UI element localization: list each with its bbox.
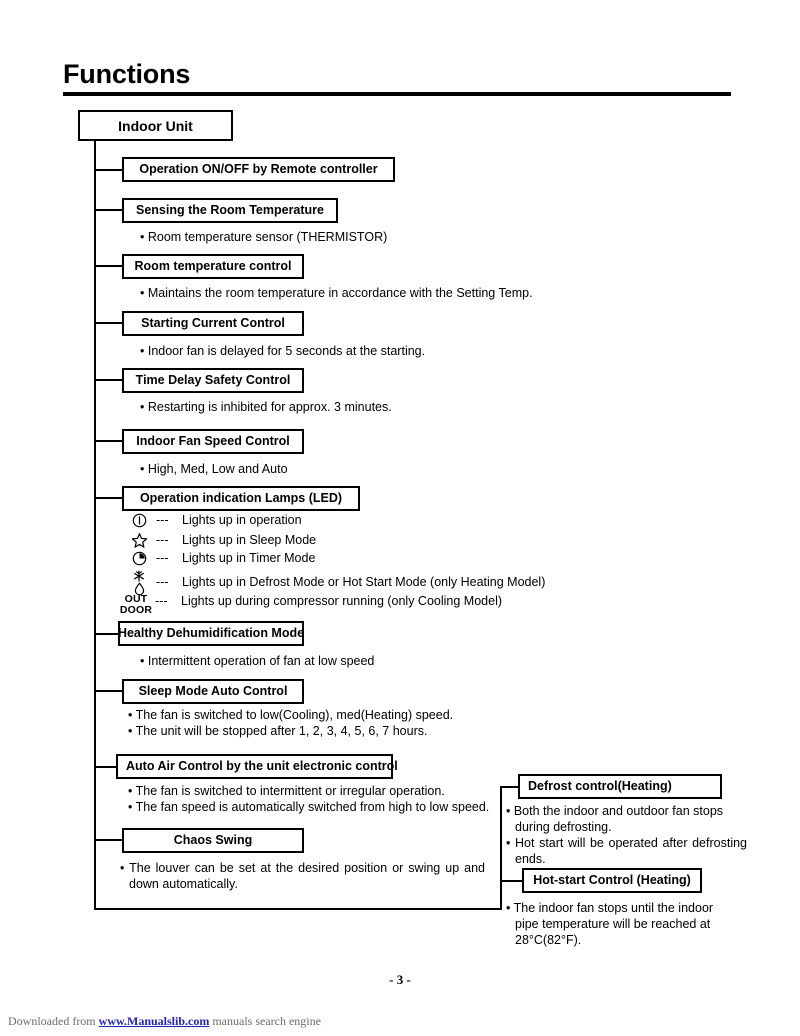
clock-icon [122, 551, 156, 566]
stub-starting-current-control [94, 322, 122, 324]
led-dashes: --- [155, 594, 168, 608]
node-box-time-delay-safety-control[interactable]: Time Delay Safety Control [122, 368, 304, 393]
stub-chaos-swing [94, 839, 122, 841]
node-box-room-temperature-control[interactable]: Room temperature control [122, 254, 304, 279]
node-label: Sensing the Room Temperature [136, 203, 324, 218]
led-dashes: --- [156, 533, 169, 547]
outdoor-icon-line2: DOOR [119, 603, 153, 616]
node-label: Sleep Mode Auto Control [138, 684, 288, 699]
page-number: - 3 - [389, 972, 411, 987]
led-row-sleep-mode: --- Lights up in Sleep Mode [122, 532, 316, 549]
stub-auto-air-control [94, 766, 116, 768]
stub-indoor-fan-speed-control [94, 440, 122, 442]
node-label: Auto Air Control by the unit electronic … [126, 759, 398, 774]
node-box-hot-start-control[interactable]: Hot-start Control (Heating) [522, 868, 702, 893]
bullet-text: • The indoor fan stops until the indoor … [506, 901, 714, 947]
led-row-defrost-hotstart: --- Lights up in Defrost Mode or Hot Sta… [122, 570, 545, 595]
node-label: Operation indication Lamps (LED) [139, 491, 343, 506]
bullet-text: • Indoor fan is delayed for 5 seconds at… [140, 344, 426, 358]
bullet-text: • The fan is switched to low(Cooling), m… [128, 708, 454, 722]
node-label: Room temperature control [134, 259, 292, 274]
trunk-vertical-main [94, 140, 96, 910]
node-box-indoor-fan-speed-control[interactable]: Indoor Fan Speed Control [122, 429, 304, 454]
bullet-text: • Hot start will be operated after defro… [506, 836, 747, 866]
bullet-text: • The fan speed is automatically switche… [128, 800, 490, 814]
led-dashes: --- [156, 551, 169, 565]
bullet-text: • The unit will be stopped after 1, 2, 3… [128, 724, 428, 738]
bullet-text: • High, Med, Low and Auto [140, 462, 288, 476]
node-box-sensing-room-temperature[interactable]: Sensing the Room Temperature [122, 198, 338, 223]
led-label: Lights up in Sleep Mode [182, 533, 317, 547]
bullet-text: • Room temperature sensor (THERMISTOR) [140, 230, 388, 244]
node-box-operation-onoff[interactable]: Operation ON/OFF by Remote controller [122, 157, 395, 182]
node-label: Time Delay Safety Control [135, 373, 291, 388]
led-row-operation: --- Lights up in operation [122, 513, 302, 528]
node-label: Indoor Fan Speed Control [136, 434, 290, 449]
outdoor-icon-line1: OUT [124, 593, 148, 605]
snowflake-droplet-icon [122, 570, 156, 595]
trunk-vertical-right [500, 786, 502, 910]
node-label: Healthy Dehumidification Mode [117, 626, 305, 641]
node-box-sleep-mode-auto-control[interactable]: Sleep Mode Auto Control [122, 679, 304, 704]
outdoor-text-icon: OUT DOOR [117, 594, 155, 615]
led-dashes: --- [156, 513, 169, 527]
star-icon [122, 532, 156, 549]
stub-hot-start-control [500, 880, 522, 882]
footer-note: Downloaded from www.Manualslib.com manua… [8, 1014, 321, 1029]
node-label: Hot-start Control (Heating) [533, 873, 691, 888]
node-box-indoor-unit[interactable]: Indoor Unit [78, 110, 233, 141]
trunk-horizontal-bottom [94, 908, 502, 910]
node-label: Chaos Swing [173, 833, 253, 848]
node-box-starting-current-control[interactable]: Starting Current Control [122, 311, 304, 336]
bullet-text: • Maintains the room temperature in acco… [140, 286, 533, 300]
node-box-healthy-dehumidification[interactable]: Healthy Dehumidification Mode [118, 621, 304, 646]
power-circle-icon [122, 513, 156, 528]
led-label: Lights up in Timer Mode [182, 551, 316, 565]
node-label: Starting Current Control [141, 316, 285, 331]
node-box-auto-air-control[interactable]: Auto Air Control by the unit electronic … [116, 754, 398, 779]
manualslib-link[interactable]: www.Manualslib.com [98, 1014, 210, 1028]
bullet-text: • The louver can be set at the desired p… [120, 861, 485, 891]
bullet-text: • The fan is switched to intermittent or… [128, 784, 445, 798]
stub-operation-onoff [94, 169, 122, 171]
node-box-chaos-swing[interactable]: Chaos Swing [122, 828, 304, 853]
node-label: Defrost control(Heating) [528, 779, 672, 794]
led-label: Lights up in Defrost Mode or Hot Start M… [182, 575, 546, 589]
title-rule [63, 92, 731, 96]
page-title: Functions [63, 59, 191, 89]
bullet-text: • Intermittent operation of fan at low s… [140, 654, 375, 668]
stub-time-delay-safety-control [94, 379, 122, 381]
node-box-defrost-control[interactable]: Defrost control(Heating) [518, 774, 722, 799]
footer-prefix: Downloaded from [8, 1014, 99, 1028]
led-label: Lights up in operation [182, 513, 302, 527]
node-label: Indoor Unit [118, 117, 193, 134]
stub-healthy-dehumidification [94, 633, 118, 635]
node-box-operation-indication-lamps[interactable]: Operation indication Lamps (LED) [122, 486, 360, 511]
led-row-outdoor-compressor: OUT DOOR --- Lights up during compressor… [117, 594, 502, 615]
node-label: Operation ON/OFF by Remote controller [139, 162, 378, 177]
stub-operation-indication-lamps [94, 497, 122, 499]
bullet-text: • Both the indoor and outdoor fan stops … [506, 804, 724, 834]
stub-sensing-room-temperature [94, 209, 122, 211]
bullet-text: • Restarting is inhibited for approx. 3 … [140, 400, 392, 414]
stub-defrost-control [500, 786, 518, 788]
footer-suffix: manuals search engine [209, 1014, 321, 1028]
stub-room-temperature-control [94, 265, 122, 267]
led-label: Lights up during compressor running (onl… [181, 594, 503, 608]
stub-sleep-mode-auto-control [94, 690, 122, 692]
led-row-timer-mode: --- Lights up in Timer Mode [122, 551, 315, 566]
led-dashes: --- [156, 575, 169, 589]
